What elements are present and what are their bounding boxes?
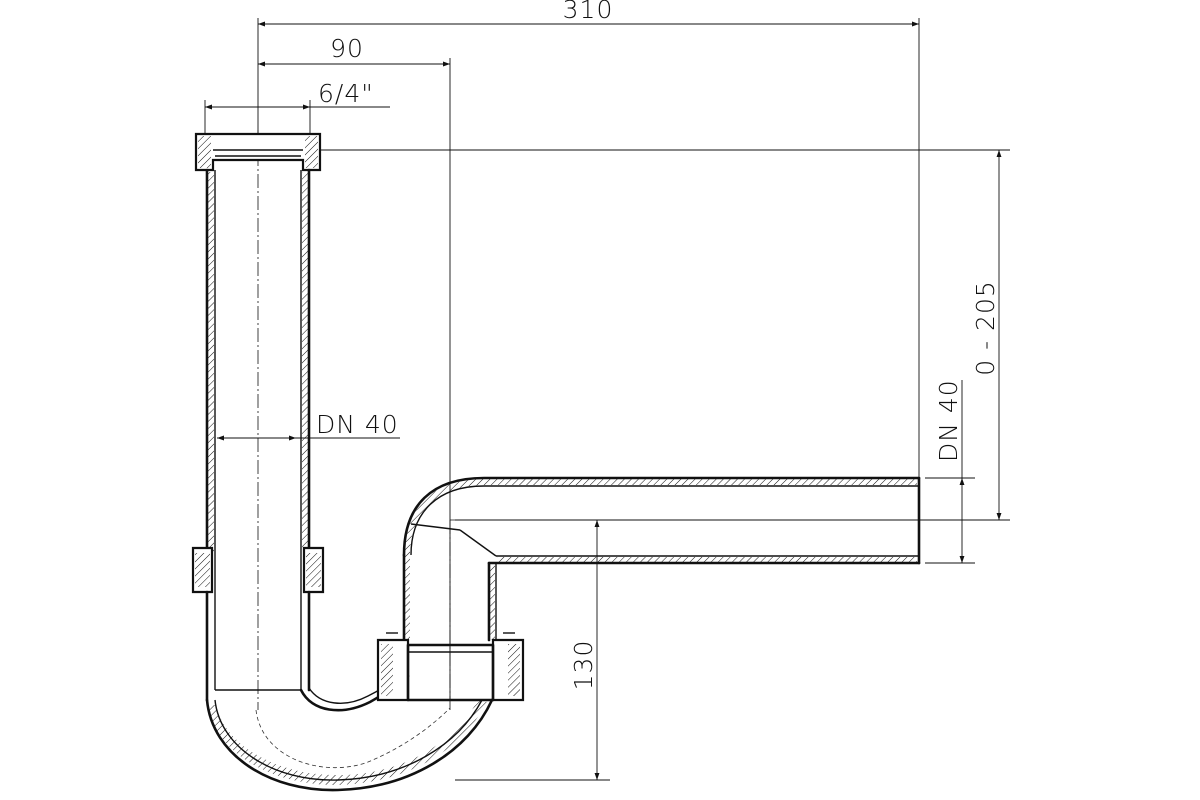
middle-union-nut — [191, 546, 325, 594]
dimension-130-label: 130 — [569, 640, 598, 691]
dimension-90: 90 — [258, 34, 450, 67]
dimension-outlet-dn-label: DN 40 — [934, 379, 963, 462]
top-union-nut — [194, 132, 322, 172]
trap-bowl — [205, 590, 494, 792]
dimension-310-label: 310 — [563, 0, 614, 24]
inlet-tube — [205, 168, 311, 691]
dimension-130: 130 — [569, 520, 600, 780]
dimension-inlet-dn: DN 40 — [217, 410, 400, 441]
dimension-thread-label: 6/4" — [318, 79, 374, 108]
dimension-height-range-label: 0 - 205 — [971, 280, 1000, 376]
dimension-outlet-dn: DN 40 — [934, 379, 965, 563]
extension-lines — [204, 18, 1010, 781]
dimension-inlet-dn-label: DN 40 — [316, 410, 399, 439]
dimension-90-label: 90 — [330, 34, 364, 63]
centerlines — [255, 130, 922, 769]
outlet-elbow-and-pipe — [402, 476, 921, 647]
bottom-union-nut — [376, 632, 525, 702]
dimension-thread: 6/4" — [205, 79, 390, 110]
dimension-310: 310 — [258, 0, 919, 27]
dimension-height-range: 0 - 205 — [971, 150, 1002, 520]
